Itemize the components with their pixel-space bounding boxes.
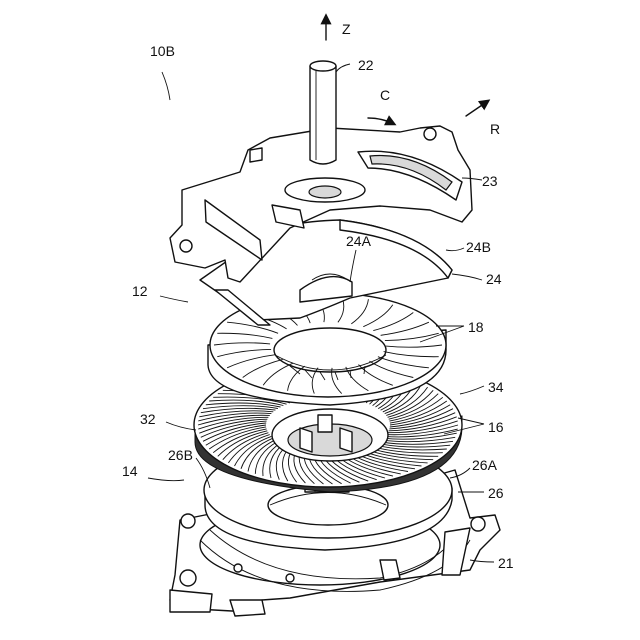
- label-26b: 26B: [168, 447, 193, 463]
- c-direction-arrow: [368, 118, 394, 124]
- label-24b: 24B: [466, 239, 491, 255]
- label-22: 22: [358, 57, 374, 73]
- label-26a: 26A: [472, 457, 498, 473]
- label-23: 23: [482, 173, 498, 189]
- label-z: Z: [342, 21, 351, 37]
- label-16: 16: [488, 419, 504, 435]
- shaft-22: [310, 61, 336, 164]
- label-10b: 10B: [150, 43, 175, 59]
- label-12: 12: [132, 283, 148, 299]
- label-24a: 24A: [346, 233, 372, 249]
- label-26: 26: [488, 485, 504, 501]
- label-34: 34: [488, 379, 504, 395]
- label-21: 21: [498, 555, 514, 571]
- label-18: 18: [468, 319, 484, 335]
- label-32: 32: [140, 411, 156, 427]
- label-r: R: [490, 121, 500, 137]
- label-24: 24: [486, 271, 502, 287]
- label-c: C: [380, 87, 390, 103]
- r-direction-arrow: [466, 101, 488, 116]
- label-14: 14: [122, 463, 138, 479]
